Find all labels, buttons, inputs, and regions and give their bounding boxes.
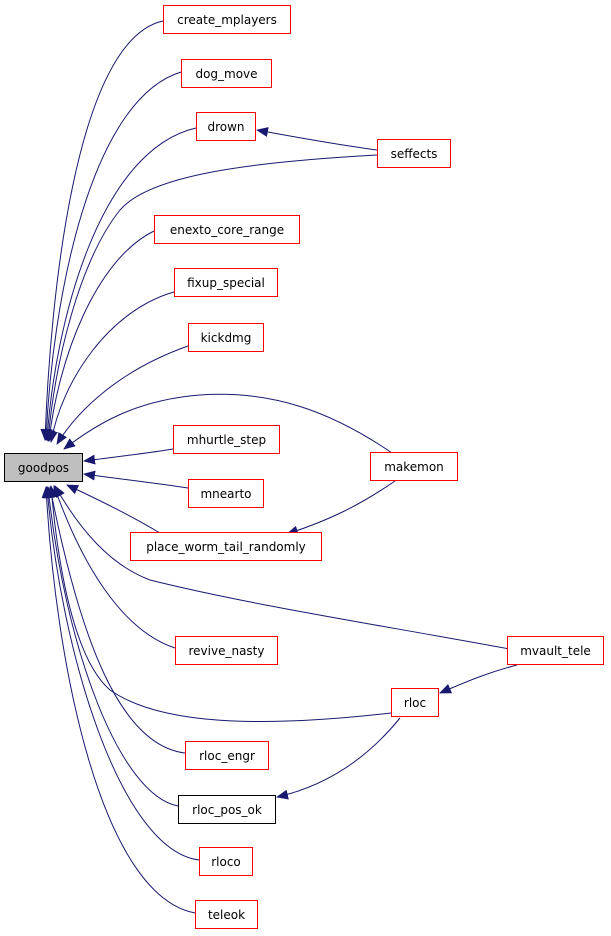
edge-mvault-tele-to-goodpos (54, 485, 516, 651)
edge-create-mplayers-to-goodpos (40, 20, 164, 441)
edge-teleok-to-goodpos (41, 486, 196, 914)
edge-mvault-tele-to-rloc (439, 664, 518, 694)
edge-makemon-to-goodpos (63, 393, 396, 456)
edge-mnearto-to-goodpos (83, 470, 189, 489)
edge-rloc-engr-to-goodpos (47, 486, 186, 754)
node-mhurtle-step[interactable]: mhurtle_step (173, 425, 280, 454)
edge-place-worm-tail-randomly-to-goodpos (66, 484, 161, 534)
node-fixup-special[interactable]: fixup_special (174, 268, 278, 297)
node-makemon[interactable]: makemon (370, 452, 458, 481)
node-rloc[interactable]: rloc (391, 688, 439, 717)
edge-rloco-to-goodpos (42, 486, 200, 861)
edge-rloc-to-goodpos (46, 485, 392, 723)
node-rloc-pos-ok[interactable]: rloc_pos_ok (178, 795, 276, 824)
node-mvault-tele[interactable]: mvault_tele (507, 636, 604, 665)
edge-kickdmg-to-goodpos (56, 345, 189, 445)
node-place-worm-tail-randomly[interactable]: place_worm_tail_randomly (130, 532, 322, 561)
node-goodpos: goodpos (4, 453, 83, 482)
node-create-mplayers[interactable]: create_mplayers (163, 5, 291, 34)
edge-seffects-to-drown (256, 127, 378, 151)
edge-rloc-pos-ok-to-goodpos (44, 486, 179, 807)
edge-mhurtle-step-to-goodpos (83, 448, 174, 465)
node-rloc-engr[interactable]: rloc_engr (185, 741, 269, 770)
node-dog-move[interactable]: dog_move (181, 59, 272, 88)
edge-revive-nasty-to-goodpos (52, 485, 176, 649)
node-teleok[interactable]: teleok (195, 900, 258, 929)
edge-dog-move-to-goodpos (41, 71, 182, 441)
edge-rloc-to-rloc-pos-ok (276, 717, 401, 800)
edge-makemon-to-place-worm-tail-randomly (286, 480, 396, 536)
edge-enexto-core-range-to-goodpos (45, 230, 155, 442)
node-seffects[interactable]: seffects (377, 139, 451, 168)
edge-seffects-to-goodpos (43, 154, 378, 442)
edge-fixup-special-to-goodpos (48, 291, 175, 443)
node-rloco[interactable]: rloco (199, 847, 253, 876)
node-revive-nasty[interactable]: revive_nasty (175, 636, 278, 665)
node-enexto-core-range[interactable]: enexto_core_range (154, 215, 300, 244)
node-drown[interactable]: drown (196, 112, 256, 141)
edge-drown-to-goodpos (42, 127, 197, 441)
node-kickdmg[interactable]: kickdmg (188, 323, 264, 352)
node-mnearto[interactable]: mnearto (188, 479, 264, 508)
